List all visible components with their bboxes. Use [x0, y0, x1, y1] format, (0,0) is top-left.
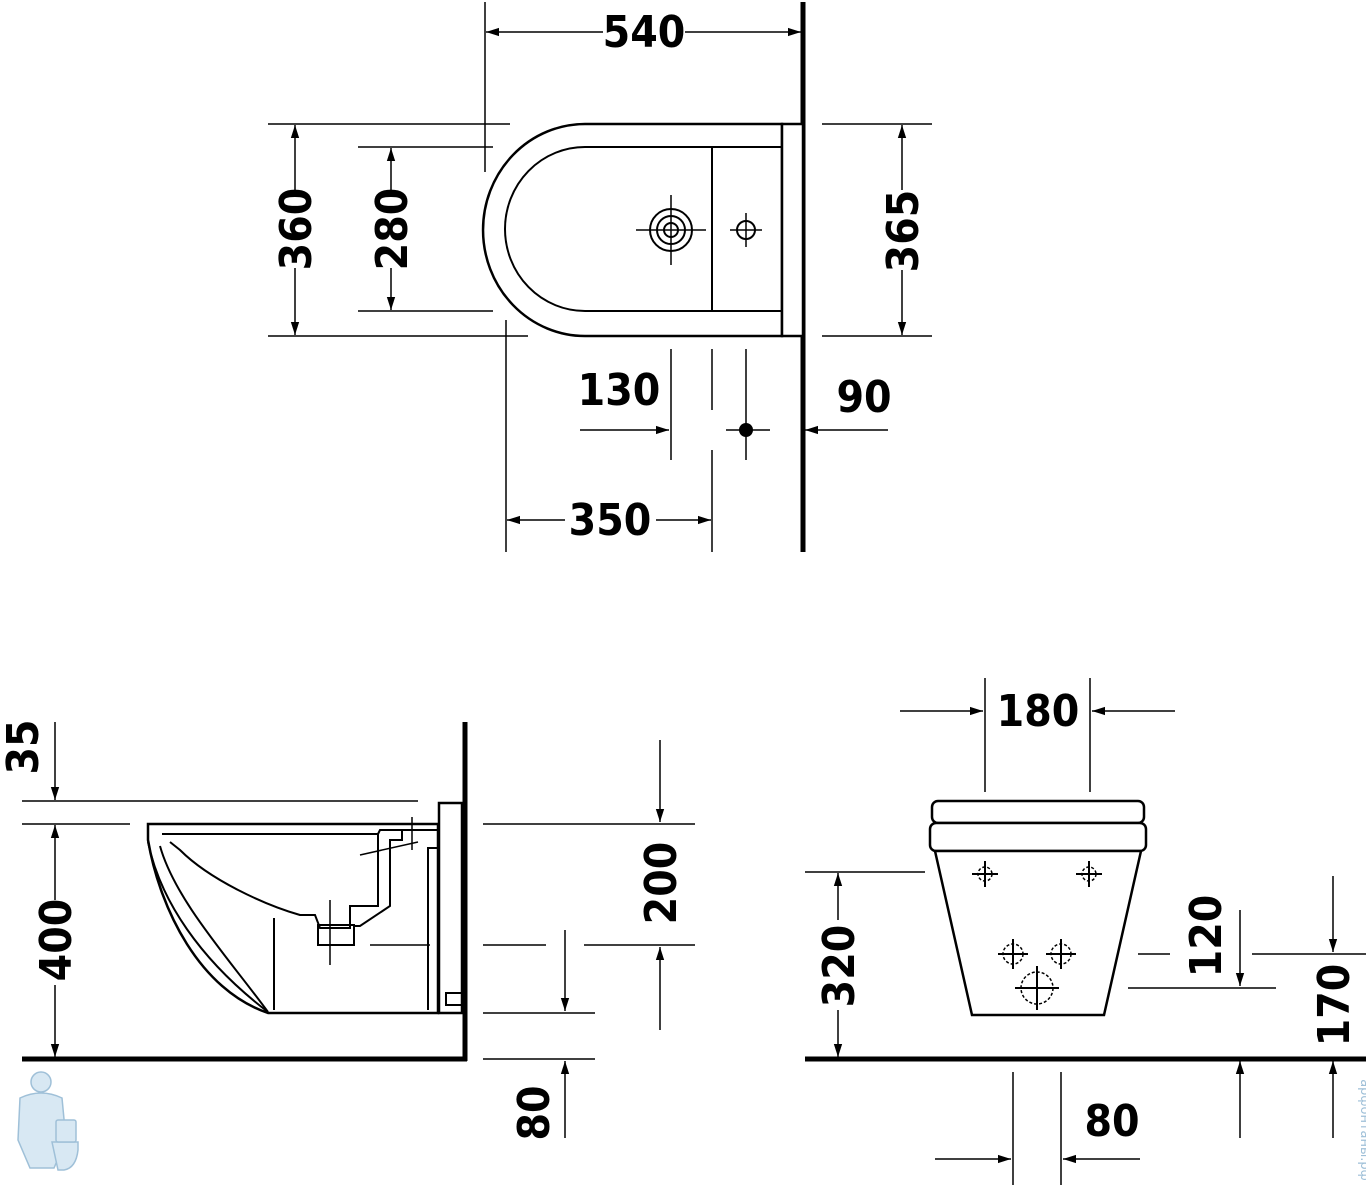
dim-80-front: 80 [1084, 1096, 1139, 1147]
bidet-outline-side [146, 822, 440, 1015]
top-view: 540 360 280 365 130 90 350 [268, 2, 932, 552]
bidet-bowl-profile [162, 833, 379, 929]
dim-35: 35 [0, 719, 49, 774]
bidet-bowl-inner [159, 845, 269, 1013]
tap-hole-symbol-top [730, 213, 762, 247]
side-mount-flange [437, 801, 464, 1015]
dim-360: 360 [271, 188, 322, 271]
dim-350: 350 [569, 495, 652, 546]
dim-400: 400 [31, 899, 82, 982]
front-view: 180 320 120 170 80 [805, 678, 1366, 1185]
bidet-rim-top-front [930, 799, 1146, 825]
dim-180: 180 [997, 686, 1080, 737]
tap-point-marker [739, 423, 753, 437]
drain-symbol-top [636, 195, 706, 265]
supply-hole-left [998, 939, 1028, 969]
supply-hole-right [1046, 939, 1076, 969]
dim-80-side: 80 [509, 1085, 560, 1140]
watermark-text: арфонтаны.рф [1357, 1079, 1366, 1181]
dim-200: 200 [636, 842, 687, 925]
drain-hole-front [1015, 966, 1059, 1010]
side-tap-axis [359, 841, 419, 856]
bidet-bowl-top [504, 146, 713, 312]
bolt-hole-left [972, 861, 998, 887]
side-drain-outlet [317, 924, 355, 946]
dim-365: 365 [878, 190, 929, 273]
side-view: 35 400 200 80 [0, 719, 695, 1141]
bidet-mount-plate [780, 122, 805, 338]
bidet-rim-front [928, 821, 1148, 853]
dim-280: 280 [367, 188, 418, 271]
side-mount-bracket [445, 992, 463, 1006]
dim-130: 130 [578, 365, 661, 416]
bidet-outer-curve [147, 841, 269, 1013]
dim-90: 90 [836, 372, 891, 423]
bidet-trap-profile [354, 829, 403, 927]
dim-170: 170 [1309, 964, 1360, 1047]
dim-320: 320 [814, 925, 865, 1008]
dim-540: 540 [603, 7, 686, 58]
dim-120: 120 [1181, 895, 1232, 978]
bidet-back-wall [402, 829, 439, 1010]
bidet-body-front [933, 849, 1143, 1017]
bolt-hole-right [1076, 861, 1102, 887]
plumber-logo [17, 1071, 79, 1171]
bidet-outline-top [481, 122, 784, 338]
